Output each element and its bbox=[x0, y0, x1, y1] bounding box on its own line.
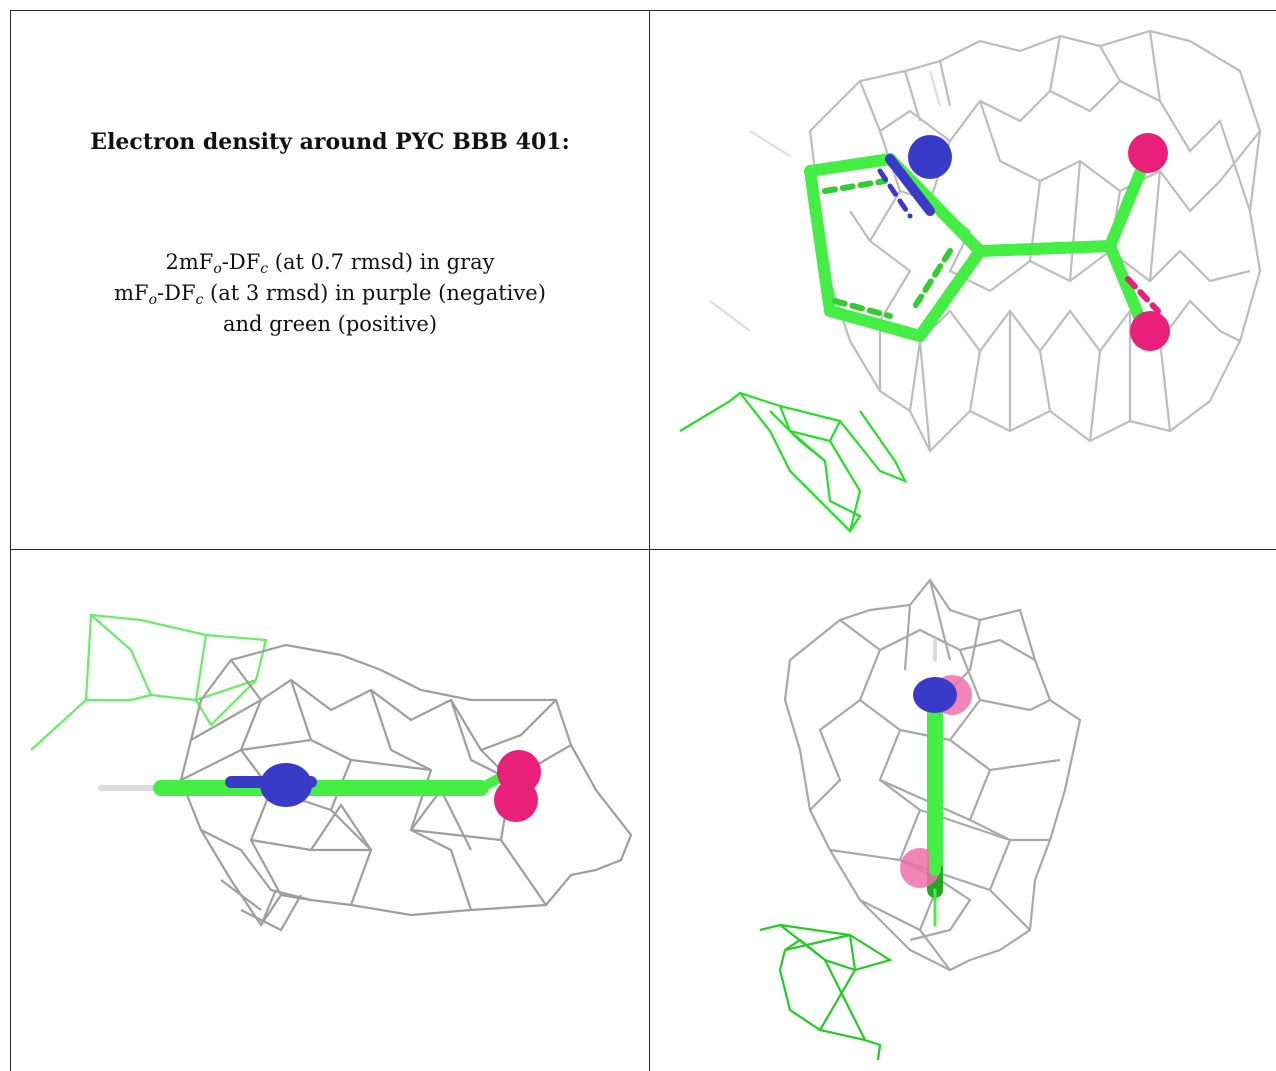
density-render-side bbox=[30, 613, 633, 932]
mesh-2fofc bbox=[783, 578, 1082, 972]
atom-nitrogen bbox=[908, 135, 952, 179]
atom-oxygen-2 bbox=[1130, 311, 1170, 351]
mesh-fofc-positive bbox=[679, 391, 908, 533]
mesh-2fofc bbox=[179, 643, 633, 932]
caption-legend: 2mFo-DFc (at 0.7 rmsd) in gray mFo-DFc (… bbox=[11, 247, 649, 340]
ligand-pyc-front bbox=[804, 153, 1161, 342]
atom-nitrogen bbox=[260, 763, 312, 807]
mesh-2fofc bbox=[808, 29, 1262, 453]
caption-title: Electron density around PYC BBB 401: bbox=[90, 129, 570, 155]
ring-bonds bbox=[804, 153, 986, 342]
caption-cell: Electron density around PYC BBB 401: 2mF… bbox=[10, 10, 650, 550]
legend-line-2fofc: 2mFo-DFc (at 0.7 rmsd) in gray bbox=[165, 250, 495, 277]
atom-oxygen-2 bbox=[494, 778, 538, 822]
density-render-top bbox=[759, 578, 1082, 1061]
density-view-front bbox=[649, 10, 1276, 550]
carboxyl-bond bbox=[974, 240, 1116, 257]
density-render-front bbox=[679, 29, 1262, 533]
atom-oxygen-1 bbox=[1128, 133, 1168, 173]
legend-line-colors: and green (positive) bbox=[222, 312, 438, 336]
atom-nitrogen bbox=[913, 677, 957, 713]
carbonyl-up bbox=[1104, 155, 1151, 252]
mesh-fofc-positive bbox=[759, 923, 893, 1061]
figure-grid: Electron density around PYC BBB 401: 2mF… bbox=[10, 10, 1276, 1071]
legend-line-fofc: mFo-DFc (at 3 rmsd) in purple (negative) bbox=[114, 281, 546, 308]
ring-aromatic-dash bbox=[822, 178, 953, 319]
density-view-side bbox=[10, 549, 650, 1071]
density-view-top bbox=[649, 549, 1276, 1071]
mesh-fofc-positive bbox=[30, 613, 268, 751]
